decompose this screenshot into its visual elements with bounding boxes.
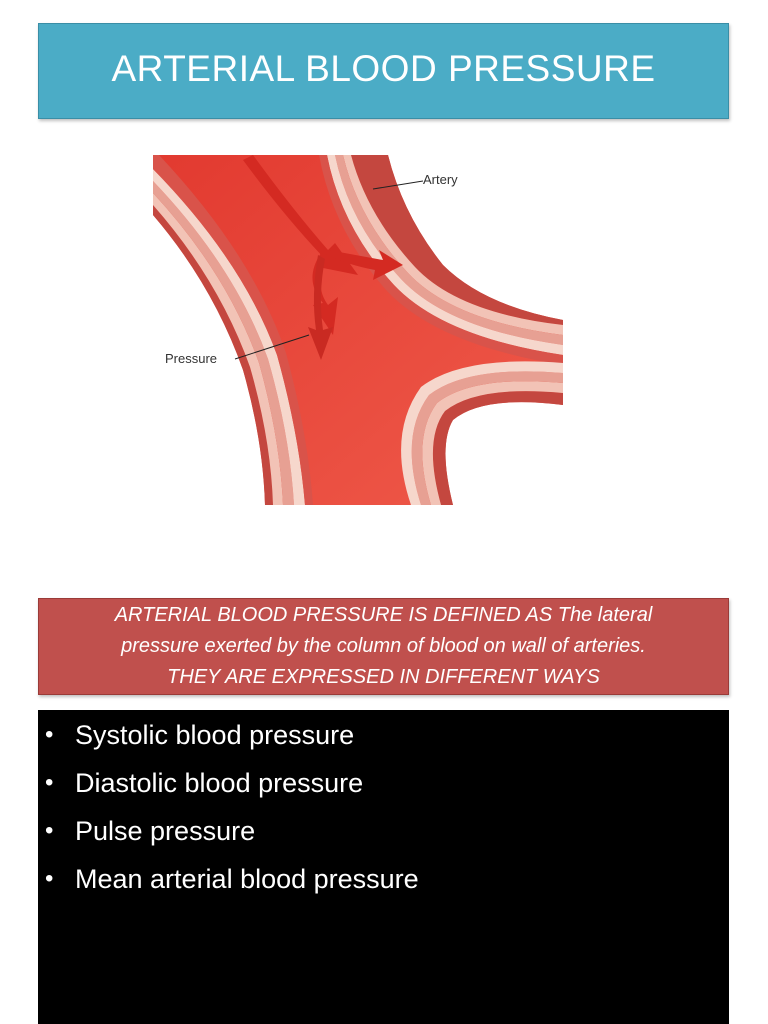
bullet-list: • Systolic blood pressure • Diastolic bl… bbox=[38, 710, 729, 910]
artery-leader-line bbox=[372, 180, 424, 190]
pressure-label: Pressure bbox=[165, 351, 218, 366]
bullet-text: Pulse pressure bbox=[75, 816, 256, 846]
title-banner: ARTERIAL BLOOD PRESSURE bbox=[38, 23, 729, 119]
list-item: • Pulse pressure bbox=[38, 814, 729, 862]
artery-illustration bbox=[153, 155, 563, 505]
list-item: • Mean arterial blood pressure bbox=[38, 862, 729, 910]
bullet-icon: • bbox=[45, 817, 54, 844]
definition-box: ARTERIAL BLOOD PRESSURE IS DEFINED AS Th… bbox=[38, 598, 729, 695]
bullet-text: Mean arterial blood pressure bbox=[75, 864, 419, 894]
artery-label: Artery bbox=[423, 172, 458, 187]
definition-line: pressure exerted by the column of blood … bbox=[121, 635, 646, 657]
pressure-leader-line bbox=[234, 334, 310, 360]
list-item: • Diastolic blood pressure bbox=[38, 766, 729, 814]
bullet-icon: • bbox=[45, 769, 54, 796]
bullet-icon: • bbox=[45, 865, 54, 892]
definition-line: THEY ARE EXPRESSED IN DIFFERENT WAYS bbox=[167, 666, 600, 688]
bullet-panel: • Systolic blood pressure • Diastolic bl… bbox=[38, 710, 729, 1024]
slide-title: ARTERIAL BLOOD PRESSURE bbox=[111, 48, 656, 89]
bullet-text: Systolic blood pressure bbox=[75, 720, 355, 750]
list-item: • Systolic blood pressure bbox=[38, 718, 729, 766]
bullet-text: Diastolic blood pressure bbox=[75, 768, 364, 798]
bullet-icon: • bbox=[45, 721, 54, 748]
artery-diagram: Artery Pressure bbox=[153, 155, 563, 505]
definition-line: ARTERIAL BLOOD PRESSURE IS DEFINED AS Th… bbox=[114, 604, 653, 626]
